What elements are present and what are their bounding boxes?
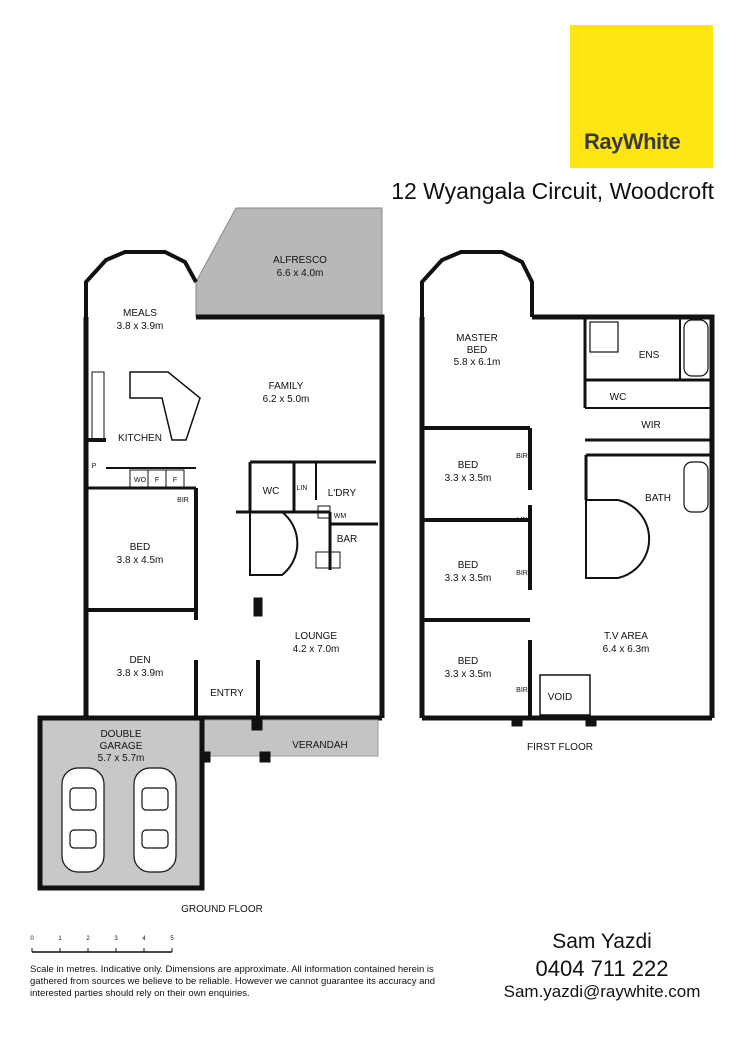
label-void: VOID — [548, 692, 572, 703]
label-meals: MEALS — [123, 308, 157, 319]
label-tv-area-size: 6.4 x 6.3m — [603, 644, 650, 655]
label-family-size: 6.2 x 5.0m — [263, 394, 310, 405]
agent-email[interactable]: Sam.yazdi@raywhite.com — [503, 982, 701, 1001]
label-ens: ENS — [639, 350, 660, 361]
logo-wordmark: RayWhite — [584, 129, 681, 154]
label-wc: WC — [263, 486, 280, 497]
label-bed-3: BED — [458, 656, 479, 667]
scale-tick-label: 5 — [170, 936, 174, 942]
label-bed-1-size: 3.3 x 3.5m — [445, 473, 492, 484]
label-bed-1: BED — [458, 460, 479, 471]
label-bir-1: BIR — [516, 453, 528, 460]
scale-tick-label: 1 — [58, 936, 62, 942]
label-fridge-2: F — [173, 477, 177, 484]
label-wm: WM — [334, 513, 347, 520]
label-bir-2: BIR — [516, 570, 528, 577]
label-alfresco-size: 6.6 x 4.0m — [277, 268, 324, 279]
first-floor-plan — [419, 250, 715, 727]
scale-tick-label: 4 — [142, 936, 146, 942]
label-lounge-size: 4.2 x 7.0m — [293, 644, 340, 655]
label-verandah: VERANDAH — [292, 740, 348, 751]
ground-floor-caption: GROUND FLOOR — [181, 904, 263, 915]
label-garage-line2: GARAGE — [100, 741, 143, 752]
ground-floor-plan — [37, 207, 385, 891]
label-wo: WO — [134, 477, 147, 484]
label-wir: WIR — [641, 420, 660, 431]
label-bed-size: 3.8 x 4.5m — [117, 555, 164, 566]
disclaimer-text: Scale in metres. Indicative only. Dimens… — [30, 964, 436, 999]
first-floor-labels: MASTER BED 5.8 x 6.1m ENS WC WIR BED 3.3… — [445, 333, 671, 753]
label-kitchen: KITCHEN — [118, 433, 162, 444]
label-lounge: LOUNGE — [295, 631, 338, 642]
label-bed-2: BED — [458, 560, 479, 571]
agent-name: Sam Yazdi — [552, 930, 652, 953]
label-ff-wc: WC — [610, 392, 627, 403]
agent-phone[interactable]: 0404 711 222 — [535, 956, 669, 981]
label-meals-size: 3.8 x 3.9m — [117, 321, 164, 332]
label-laundry: L'DRY — [328, 488, 357, 499]
ground-floor-labels: ALFRESCO 6.6 x 4.0m MEALS 3.8 x 3.9m FAM… — [92, 255, 358, 915]
label-bed: BED — [130, 542, 151, 553]
label-entry: ENTRY — [210, 688, 244, 699]
label-family: FAMILY — [269, 381, 304, 392]
label-ff-lin: LIN — [517, 517, 528, 524]
raywhite-logo: RayWhite — [570, 25, 713, 168]
label-bir: BIR — [177, 497, 189, 504]
label-master-bed-line2: BED — [467, 345, 488, 356]
label-den-size: 3.8 x 3.9m — [117, 668, 164, 679]
property-address: 12 Wyangala Circuit, Woodcroft — [391, 178, 714, 204]
label-master-bed-line1: MASTER — [456, 333, 498, 344]
label-garage-line1: DOUBLE — [100, 729, 141, 740]
label-alfresco: ALFRESCO — [273, 255, 327, 266]
label-fridge-1: F — [155, 477, 159, 484]
first-floor-caption: FIRST FLOOR — [527, 742, 593, 753]
scale-tick-label: 2 — [86, 936, 90, 942]
label-bed-2-size: 3.3 x 3.5m — [445, 573, 492, 584]
label-bath: BATH — [645, 493, 671, 504]
label-bar: BAR — [337, 534, 358, 545]
label-bir-3: BIR — [516, 687, 528, 694]
scale-tick-label: 3 — [114, 936, 118, 942]
label-lin: LIN — [297, 485, 308, 492]
label-garage-size: 5.7 x 5.7m — [98, 753, 145, 764]
label-pantry: P — [92, 463, 97, 470]
scale-tick-label: 0 — [30, 936, 34, 942]
label-master-bed-size: 5.8 x 6.1m — [454, 357, 501, 368]
scale-bar: 0 1 2 3 4 5 — [30, 936, 174, 953]
label-tv-area: T.V AREA — [604, 631, 648, 642]
label-den: DEN — [129, 655, 150, 666]
label-bed-3-size: 3.3 x 3.5m — [445, 669, 492, 680]
